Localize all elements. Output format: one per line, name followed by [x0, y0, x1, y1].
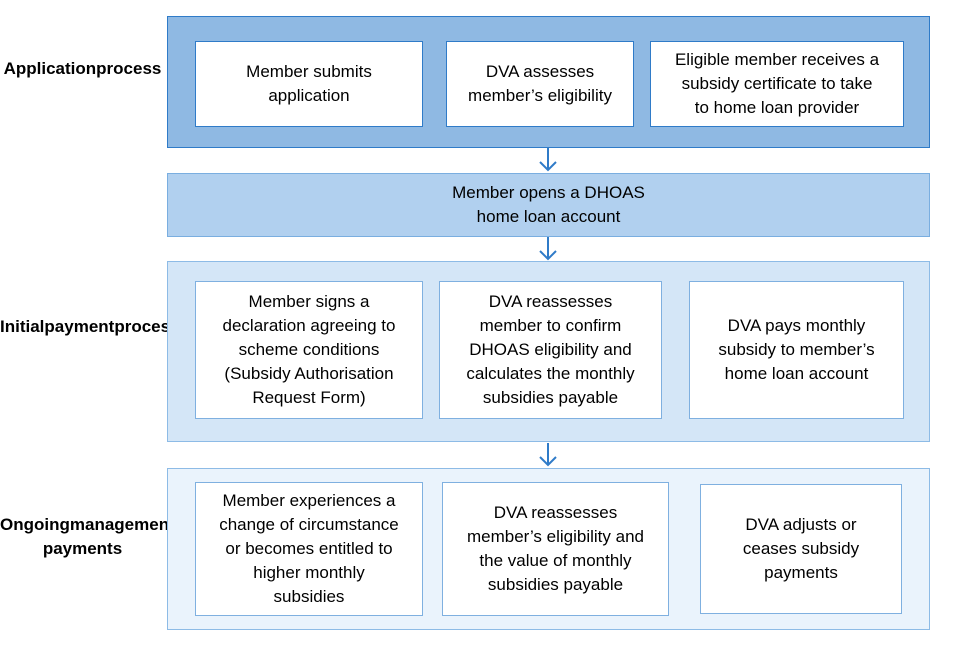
arrow-down-icon	[539, 148, 557, 172]
stage-label-application: Applicationprocess	[3, 59, 162, 78]
open-account-band	[167, 173, 930, 237]
stage-label-initial-payment: Initialpaymentprocess	[0, 317, 180, 336]
arrow-down-icon	[539, 237, 557, 261]
stage-label-ongoing: Ongoingmanagementof payments	[0, 515, 191, 558]
arrow-down-icon	[539, 443, 557, 467]
